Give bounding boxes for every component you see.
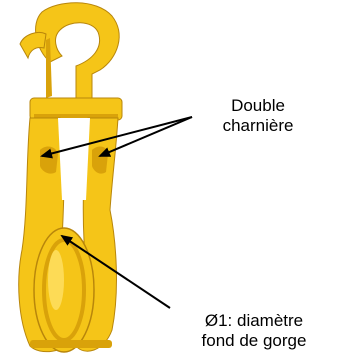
sheave-highlight (48, 250, 64, 310)
bottom-rim (30, 340, 112, 348)
diameter-label-line2: fond de gorge (166, 331, 342, 351)
hinge-label: Double charnière (198, 96, 318, 136)
diameter-label-line1: Ø1: diamètre (166, 311, 342, 331)
snatch-block-pulley-icon (19, 3, 122, 352)
hinge-center (58, 118, 90, 200)
diameter-label: Ø1: diamètre fond de gorge (166, 311, 342, 351)
hook-tip (20, 32, 46, 58)
hinge-label-line2: charnière (198, 116, 318, 136)
hinge-right-knuckle (92, 147, 108, 174)
hinge-left-knuckle (40, 147, 58, 174)
hinge-label-line1: Double (198, 96, 318, 116)
